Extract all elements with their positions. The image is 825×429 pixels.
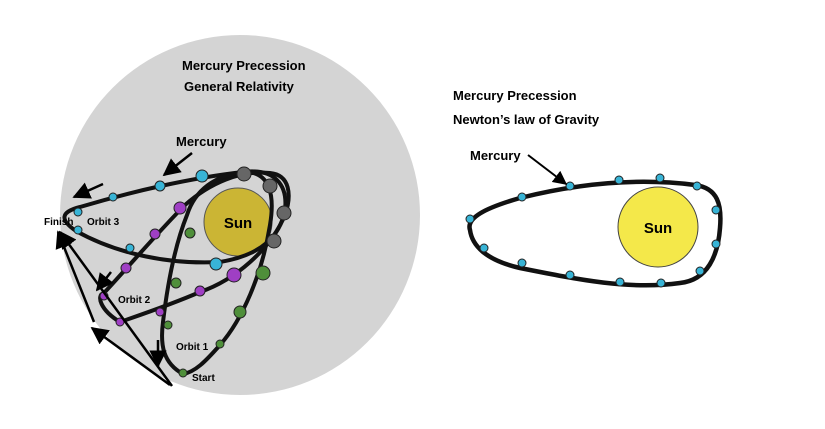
- orbit-2-label: Orbit 2: [118, 295, 151, 306]
- finish-label: Finish: [44, 217, 73, 228]
- start-to-orbit2-arrow: [90, 326, 171, 387]
- newton-sun: [617, 186, 699, 268]
- gr-title-line1: Mercury Precession: [182, 58, 306, 73]
- gr-title-line2: General Relativity: [184, 79, 295, 94]
- newton-title-line2: Newton’s law of Gravity: [453, 112, 600, 127]
- orbit-3-direction-arrow: [72, 182, 104, 199]
- gr-mercury-label: Mercury: [176, 134, 227, 149]
- gr-mercury-pointer: [162, 152, 193, 177]
- start-to-finish-arrow: [58, 230, 174, 387]
- start-label: Start: [192, 373, 215, 384]
- newton-mercury-dots: [465, 173, 721, 288]
- orbit-1-label: Orbit 1: [176, 342, 209, 353]
- newton-orbit-path: [467, 179, 723, 288]
- gr-sun-label: Sun: [224, 215, 252, 232]
- orbit-1-dots: [163, 227, 271, 378]
- newton-mercury-label: Mercury: [470, 148, 521, 163]
- gr-panel: Mercury Precession General Relativity Su…: [44, 35, 420, 395]
- orbit-3-dots: [73, 169, 223, 271]
- newton-sun-label: Sun: [644, 220, 672, 237]
- gr-grey-dots: [236, 166, 292, 249]
- newton-panel: Mercury Precession Newton’s law of Gravi…: [453, 88, 723, 288]
- newton-mercury-pointer: [527, 154, 568, 185]
- newton-title-line1: Mercury Precession: [453, 88, 577, 103]
- orbit-3-label: Orbit 3: [87, 217, 120, 228]
